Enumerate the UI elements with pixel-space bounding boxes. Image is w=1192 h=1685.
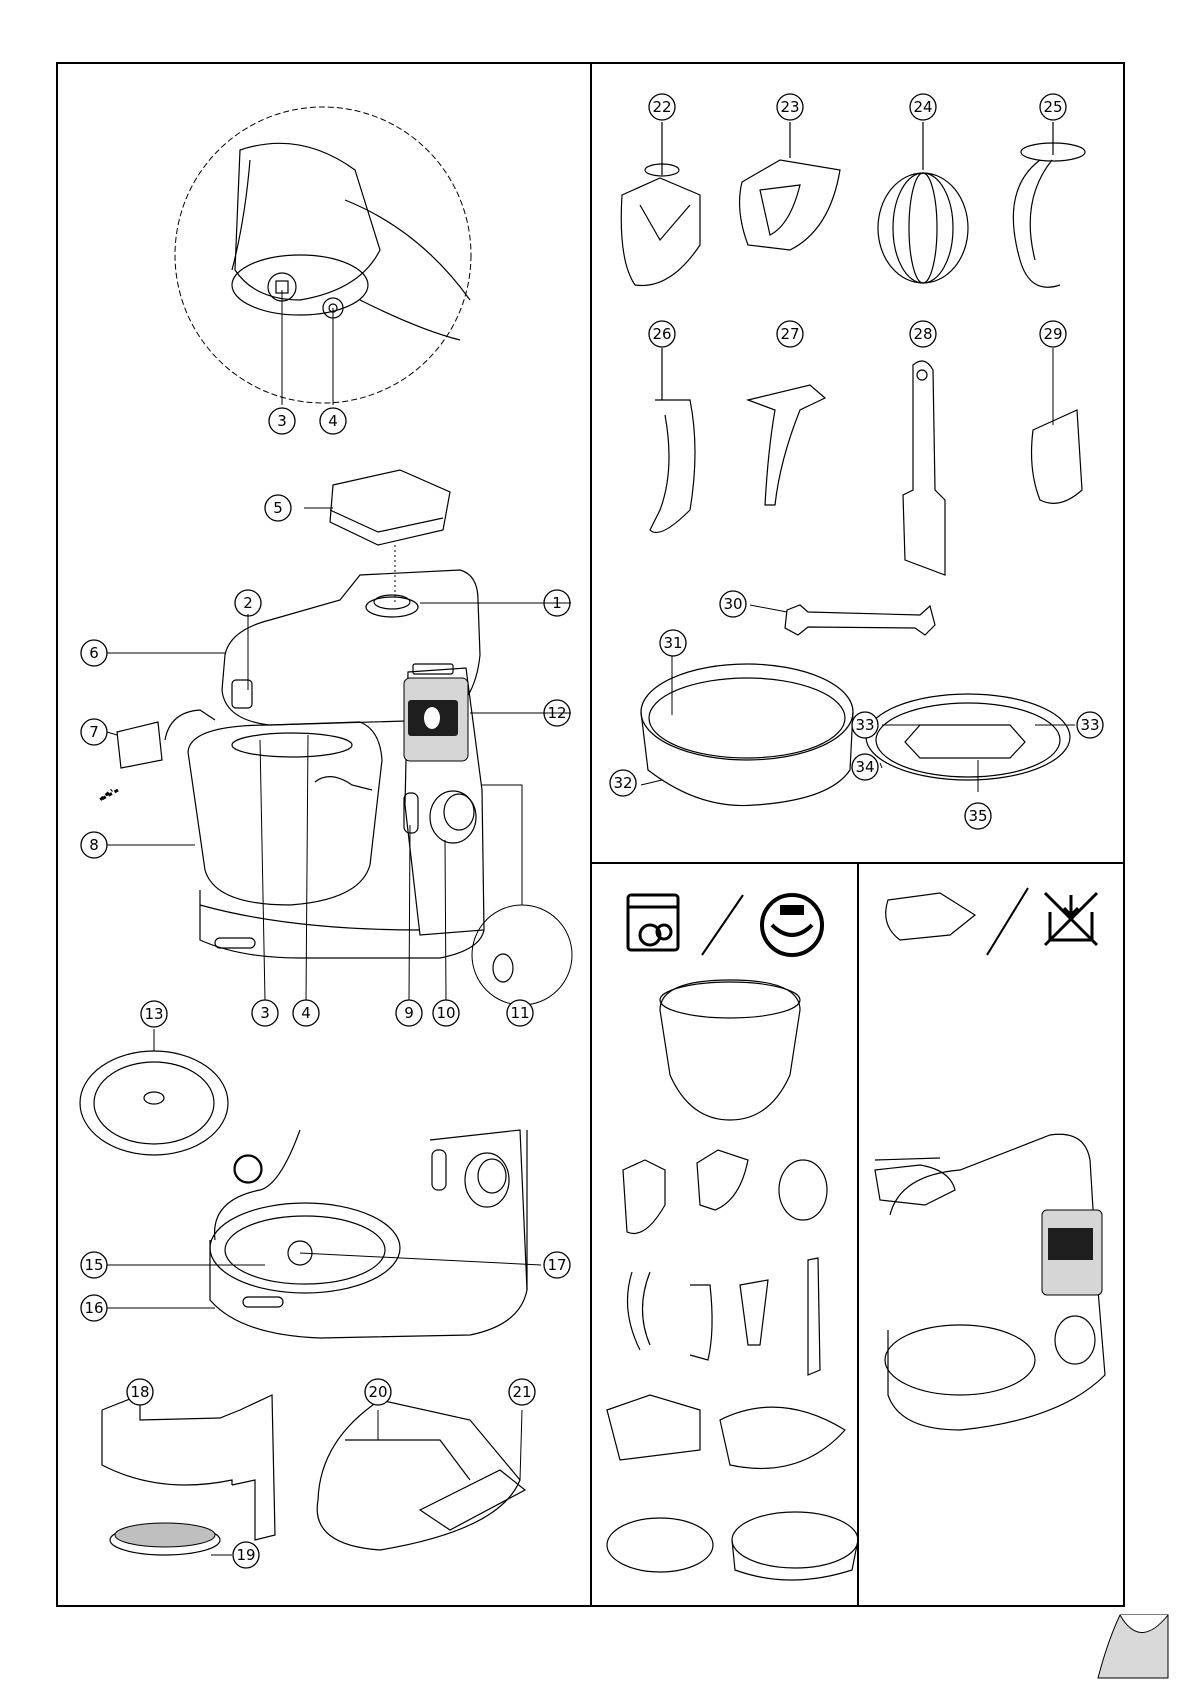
callout-30: 30 — [720, 591, 746, 617]
callout-27: 27 — [777, 321, 803, 347]
tools-top-row-illustrations — [621, 122, 1085, 575]
callout-33-left: 33 — [852, 712, 878, 738]
callout-number: 30 — [723, 595, 742, 613]
callout-number: 8 — [89, 836, 99, 854]
callout-19: 19 — [233, 1542, 259, 1568]
kitchen-machine-illustration — [100, 570, 572, 1005]
detail-zoom-illustration — [175, 107, 471, 405]
callout-21: 21 — [509, 1379, 535, 1405]
callout-number: 26 — [652, 325, 671, 343]
callout-18: 18 — [127, 1379, 153, 1405]
callout-number: 16 — [84, 1299, 103, 1317]
callout-33-right: 33 — [1077, 712, 1103, 738]
cooking-guard-unit-illustration — [102, 1395, 275, 1555]
callout-2: 2 — [235, 590, 261, 616]
callout-9: 9 — [396, 1000, 422, 1026]
page-frame — [57, 63, 1168, 1678]
callout-17: 17 — [544, 1252, 570, 1278]
callout-3: 3 — [269, 408, 295, 434]
dishwasher-safe-panel — [607, 895, 858, 1580]
callout-13: 13 — [141, 1001, 167, 1027]
leader-lines — [107, 603, 571, 1308]
dishwasher-icon — [628, 895, 678, 950]
callout-24: 24 — [910, 94, 936, 120]
callout-number: 3 — [277, 412, 287, 430]
callout-number: 6 — [89, 644, 99, 662]
callout-number: 33 — [1080, 716, 1099, 734]
wipe-clean-panel — [875, 888, 1105, 1430]
callout-25: 25 — [1040, 94, 1066, 120]
callout-number: 27 — [780, 325, 799, 343]
hand-wash-icon — [762, 895, 822, 955]
callout-number: 21 — [512, 1383, 531, 1401]
outlet-cover-illustration — [304, 470, 450, 605]
callout-number: 17 — [547, 1256, 566, 1274]
callout-22: 22 — [649, 94, 675, 120]
callout-11: 11 — [507, 1000, 533, 1026]
callout-number: 9 — [404, 1004, 414, 1022]
callout-number: 34 — [855, 758, 874, 776]
wipe-clean-icon — [886, 893, 975, 940]
splash-guard-disc-illustration — [80, 1029, 228, 1155]
callout-28: 28 — [910, 321, 936, 347]
callout-number: 7 — [89, 723, 99, 741]
callout-number: 23 — [780, 98, 799, 116]
no-immersion-icon — [1045, 893, 1097, 945]
callout-number: 19 — [236, 1546, 255, 1564]
callout-31: 31 — [660, 630, 686, 656]
callout-15: 15 — [81, 1252, 107, 1278]
callout-32: 32 — [610, 770, 636, 796]
callout-number: 32 — [613, 774, 632, 792]
callout-20: 20 — [365, 1379, 391, 1405]
callout-number: 25 — [1043, 98, 1062, 116]
callout-number: 4 — [301, 1004, 311, 1022]
callout-34: 34 — [852, 754, 878, 780]
callout-16: 16 — [81, 1295, 107, 1321]
callout-number: 18 — [130, 1383, 149, 1401]
callout-5: 5 — [265, 495, 291, 521]
callout-number: 22 — [652, 98, 671, 116]
callout-number: 2 — [243, 594, 253, 612]
callout-number: 5 — [273, 499, 283, 517]
callout-10: 10 — [433, 1000, 459, 1026]
steam-basket-plate-illustration — [317, 1400, 525, 1550]
callout-7: 7 — [81, 719, 107, 745]
callout-number: 3 — [260, 1004, 270, 1022]
callout-6: 6 — [81, 640, 107, 666]
callout-number: 11 — [510, 1004, 529, 1022]
callout-number: 31 — [663, 634, 682, 652]
callout-number: 15 — [84, 1256, 103, 1274]
callout-29: 29 — [1040, 321, 1066, 347]
callout-3-lower: 3 — [252, 1000, 278, 1026]
callout-8: 8 — [81, 832, 107, 858]
callout-number: 13 — [144, 1005, 163, 1023]
callout-number: 33 — [855, 716, 874, 734]
callout-number: 20 — [368, 1383, 387, 1401]
callout-23: 23 — [777, 94, 803, 120]
callout-4-lower: 4 — [293, 1000, 319, 1026]
callout-number: 35 — [968, 807, 987, 825]
callout-35: 35 — [965, 803, 991, 829]
callout-14-empty — [235, 1156, 261, 1182]
callout-number: 24 — [913, 98, 932, 116]
callout-number: 29 — [1043, 325, 1062, 343]
callout-number: 4 — [328, 412, 338, 430]
callout-number: 28 — [913, 325, 932, 343]
callout-number: 10 — [436, 1004, 455, 1022]
callout-4: 4 — [320, 408, 346, 434]
callout-26: 26 — [649, 321, 675, 347]
